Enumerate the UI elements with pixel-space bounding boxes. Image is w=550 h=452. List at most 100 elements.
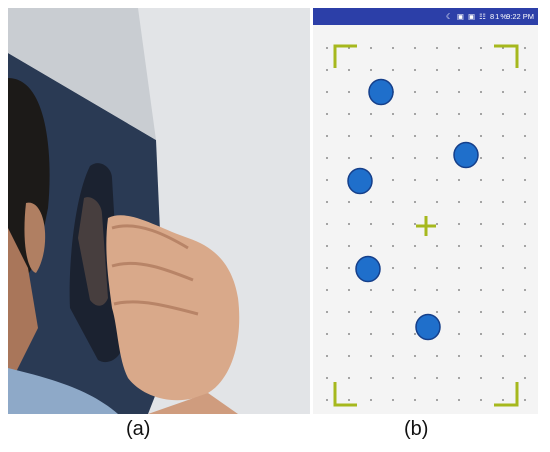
grid-dot xyxy=(348,311,350,313)
grid-dot xyxy=(392,355,394,357)
grid-dot xyxy=(502,113,504,115)
grid-dot xyxy=(502,201,504,203)
grid-dot xyxy=(348,201,350,203)
grid-dot xyxy=(326,311,328,313)
grid-dot xyxy=(348,289,350,291)
grid-dot xyxy=(392,333,394,335)
grid-dot xyxy=(436,311,438,313)
grid-dot xyxy=(502,289,504,291)
grid-dot xyxy=(348,69,350,71)
corner-bracket-top-right xyxy=(494,44,519,68)
grid-dot xyxy=(414,333,416,335)
grid-dot xyxy=(524,113,526,115)
grid-dot xyxy=(458,91,460,93)
target-circle[interactable] xyxy=(453,141,479,169)
grid-dot xyxy=(458,135,460,137)
grid-dot xyxy=(436,355,438,357)
grid-dot xyxy=(414,157,416,159)
grid-dot xyxy=(480,245,482,247)
grid-dot xyxy=(524,289,526,291)
caption-a: (a) xyxy=(126,418,151,440)
grid-dot xyxy=(414,69,416,71)
target-canvas[interactable] xyxy=(313,8,538,414)
grid-dot xyxy=(480,289,482,291)
grid-dot xyxy=(348,399,350,401)
grid-dot xyxy=(414,47,416,49)
grid-dot xyxy=(436,47,438,49)
grid-dot xyxy=(436,179,438,181)
grid-dot xyxy=(458,377,460,379)
grid-dot xyxy=(414,179,416,181)
person-holding-phone-image xyxy=(8,8,310,414)
grid-dot xyxy=(326,157,328,159)
grid-dot xyxy=(348,245,350,247)
grid-dot xyxy=(458,289,460,291)
grid-dot xyxy=(458,47,460,49)
grid-dot xyxy=(414,135,416,137)
grid-dot xyxy=(414,113,416,115)
grid-dot xyxy=(436,223,438,225)
grid-dot xyxy=(436,267,438,269)
status-bar: ☾ ▣ ▣ ☷ 81% 9:22 PM xyxy=(313,8,538,25)
grid-dot xyxy=(414,245,416,247)
grid-dot xyxy=(370,311,372,313)
grid-dot xyxy=(436,399,438,401)
grid-dot xyxy=(392,399,394,401)
grid-dot xyxy=(370,399,372,401)
grid-dot xyxy=(370,157,372,159)
grid-dot xyxy=(348,135,350,137)
grid-dot xyxy=(480,311,482,313)
dot-grid xyxy=(326,47,526,401)
grid-dot xyxy=(326,289,328,291)
grid-dot xyxy=(326,69,328,71)
grid-dot xyxy=(326,179,328,181)
grid-dot xyxy=(502,69,504,71)
grid-dot xyxy=(370,289,372,291)
grid-dot xyxy=(348,267,350,269)
grid-dot xyxy=(370,69,372,71)
grid-dot xyxy=(480,333,482,335)
grid-dot xyxy=(326,267,328,269)
grid-dot xyxy=(524,157,526,159)
grid-dot xyxy=(458,69,460,71)
grid-dot xyxy=(326,223,328,225)
grid-dot xyxy=(370,223,372,225)
grid-dot xyxy=(458,355,460,357)
grid-dot xyxy=(392,377,394,379)
grid-dot xyxy=(524,311,526,313)
grid-dot xyxy=(458,179,460,181)
grid-dot xyxy=(524,245,526,247)
grid-dot xyxy=(502,135,504,137)
grid-dot xyxy=(348,333,350,335)
grid-dot xyxy=(326,355,328,357)
target-circle[interactable] xyxy=(347,167,373,195)
grid-dot xyxy=(524,377,526,379)
grid-dot xyxy=(414,355,416,357)
grid-dot xyxy=(436,69,438,71)
target-circle[interactable] xyxy=(415,313,441,341)
grid-dot xyxy=(436,289,438,291)
grid-dot xyxy=(480,113,482,115)
grid-dot xyxy=(480,377,482,379)
grid-dot xyxy=(502,355,504,357)
grid-dot xyxy=(480,69,482,71)
grid-dot xyxy=(392,201,394,203)
grid-dot xyxy=(458,201,460,203)
grid-dot xyxy=(370,135,372,137)
grid-dot xyxy=(458,245,460,247)
target-circle[interactable] xyxy=(355,255,381,283)
grid-dot xyxy=(370,201,372,203)
grid-dot xyxy=(524,399,526,401)
target-circle[interactable] xyxy=(368,78,394,106)
status-icons: ☾ ▣ ▣ ☷ 81% xyxy=(446,12,508,21)
grid-dot xyxy=(480,179,482,181)
grid-dot xyxy=(392,135,394,137)
grid-dot xyxy=(348,377,350,379)
grid-dot xyxy=(524,179,526,181)
grid-dot xyxy=(502,377,504,379)
grid-dot xyxy=(414,311,416,313)
grid-dot xyxy=(348,223,350,225)
grid-dot xyxy=(480,223,482,225)
grid-dot xyxy=(392,69,394,71)
grid-dot xyxy=(458,223,460,225)
